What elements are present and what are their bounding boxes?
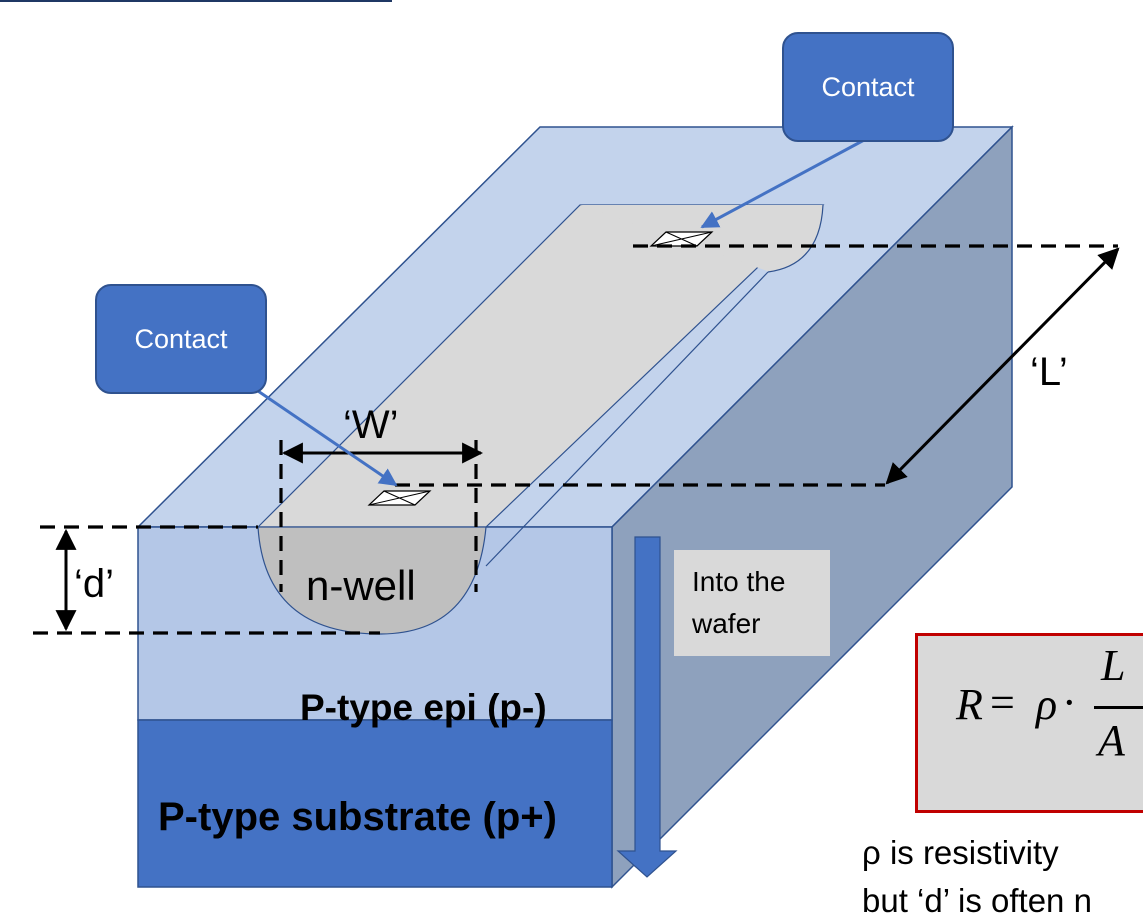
length-label: ‘L’	[1030, 350, 1068, 394]
into-wafer-note: Into the wafer	[674, 550, 830, 656]
into-wafer-line-1: Into the	[692, 566, 786, 597]
top-contact-label: Contact	[821, 71, 915, 102]
n-well-far-edge	[767, 204, 824, 273]
formula-lhs: R	[956, 680, 983, 729]
top-contact-callout: Contact	[782, 32, 954, 142]
left-contact-callout: Contact	[95, 284, 267, 394]
depth-label: ‘d’	[74, 562, 115, 606]
left-contact-label: Contact	[134, 323, 228, 354]
formula-equals: =	[990, 678, 1015, 727]
far-contact-pad	[649, 231, 714, 247]
length-dimension-arrow	[885, 247, 1120, 485]
dashed-guides	[33, 244, 1118, 635]
top-contact-pointer	[700, 137, 867, 229]
epi-layer-label: P-type epi (p-)	[300, 687, 547, 728]
depth-note: but ‘d’ is often n	[862, 882, 1092, 919]
formula-numerator: L	[1101, 641, 1126, 690]
resistance-formula-box: R = ρ · L A	[915, 633, 1143, 813]
into-wafer-line-2: wafer	[692, 608, 761, 639]
into-wafer-arrow	[616, 536, 678, 878]
near-contact-pad	[367, 490, 432, 506]
formula-denominator: A	[1098, 716, 1125, 765]
resistivity-note: ρ is resistivity	[862, 834, 1059, 871]
formula-dot: ·	[1062, 678, 1077, 727]
substrate-layer	[137, 719, 613, 888]
n-well-side-edge	[485, 271, 769, 567]
n-well-label: n-well	[306, 562, 416, 609]
left-contact-pointer	[251, 385, 398, 487]
width-label: ‘W’	[343, 403, 399, 447]
substrate-label: P-type substrate (p+)	[158, 795, 557, 839]
fraction-bar	[1094, 706, 1143, 709]
formula-rho: ρ	[1036, 680, 1058, 729]
